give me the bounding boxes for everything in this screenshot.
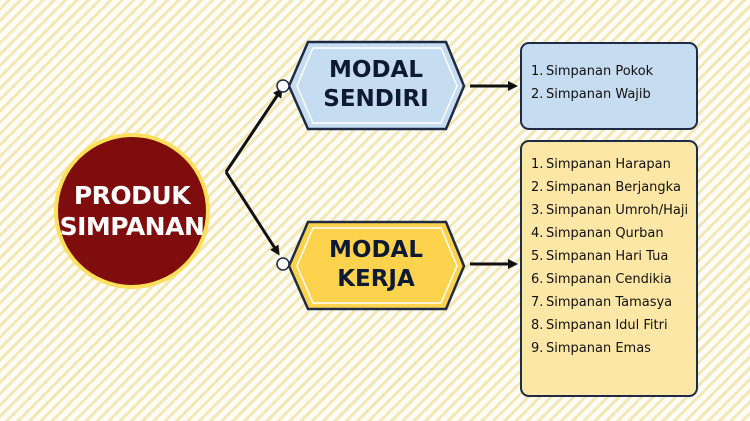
modal-kerja-line2: KERJA	[337, 266, 415, 292]
list-item-text: Simpanan Cendikia	[546, 272, 672, 287]
list-item: 6. Simpanan Cendikia	[531, 272, 696, 287]
root-node-produk-simpanan: PRODUK SIMPANAN	[54, 133, 210, 289]
root-label-line1: PRODUK	[73, 181, 191, 210]
modal-kerja-line1: MODAL	[329, 237, 423, 263]
list-item: 2. Simpanan Wajib	[531, 87, 696, 102]
list-item-number: 8.	[531, 318, 544, 333]
list-item: 7. Simpanan Tamasya	[531, 295, 696, 310]
list-item: 2. Simpanan Berjangka	[531, 180, 696, 195]
list-item-text: Simpanan Wajib	[546, 87, 651, 102]
modal-kerja-label: MODAL KERJA	[290, 222, 462, 308]
connector-dot-kerja	[276, 257, 290, 271]
list-item-text: Simpanan Umroh/Haji	[546, 203, 689, 218]
list-item-text: Simpanan Tamasya	[546, 295, 673, 310]
list-item-number: 1.	[531, 64, 544, 79]
modal-sendiri-list-box: 1. Simpanan Pokok 2. Simpanan Wajib	[520, 42, 698, 130]
arrow-to-modal-sendiri	[224, 87, 283, 173]
list-item: 1. Simpanan Harapan	[531, 157, 696, 172]
list-item-text: Simpanan Emas	[546, 341, 651, 356]
list-item-text: Simpanan Qurban	[546, 226, 664, 241]
list-item-number: 4.	[531, 226, 544, 241]
modal-sendiri-label: MODAL SENDIRI	[290, 42, 462, 128]
root-label-line2: SIMPANAN	[59, 212, 205, 241]
list-item-number: 6.	[531, 272, 544, 287]
list-item-number: 1.	[531, 157, 544, 172]
list-item: 4. Simpanan Qurban	[531, 226, 696, 241]
list-item: 1. Simpanan Pokok	[531, 64, 696, 79]
hexagon-modal-kerja-inner	[296, 227, 458, 304]
modal-sendiri-list: 1. Simpanan Pokok 2. Simpanan Wajib	[531, 64, 696, 102]
list-item: 8. Simpanan Idul Fitri	[531, 318, 696, 333]
list-item: 3. Simpanan Umroh/Haji	[531, 203, 696, 218]
list-item-number: 5.	[531, 249, 544, 264]
modal-kerja-list-box: 1. Simpanan Harapan 2. Simpanan Berjangk…	[520, 140, 698, 397]
list-item-number: 7.	[531, 295, 544, 310]
list-item-text: Simpanan Idul Fitri	[546, 318, 668, 333]
arrow-to-modal-kerja	[224, 171, 280, 256]
list-item-number: 9.	[531, 341, 544, 356]
list-item-number: 3.	[531, 203, 544, 218]
list-item-text: Simpanan Hari Tua	[546, 249, 669, 264]
connector-dot-sendiri	[276, 79, 290, 93]
list-item-number: 2.	[531, 180, 544, 195]
list-item: 9. Simpanan Emas	[531, 341, 696, 356]
list-item-number: 2.	[531, 87, 544, 102]
modal-sendiri-line1: MODAL	[329, 57, 423, 83]
list-item: 5. Simpanan Hari Tua	[531, 249, 696, 264]
list-item-text: Simpanan Harapan	[546, 157, 671, 172]
list-item-text: Simpanan Pokok	[546, 64, 654, 79]
hexagon-modal-sendiri-inner	[296, 47, 458, 124]
modal-kerja-list: 1. Simpanan Harapan 2. Simpanan Berjangk…	[531, 157, 696, 356]
list-item-text: Simpanan Berjangka	[546, 180, 681, 195]
modal-sendiri-line2: SENDIRI	[323, 86, 429, 112]
